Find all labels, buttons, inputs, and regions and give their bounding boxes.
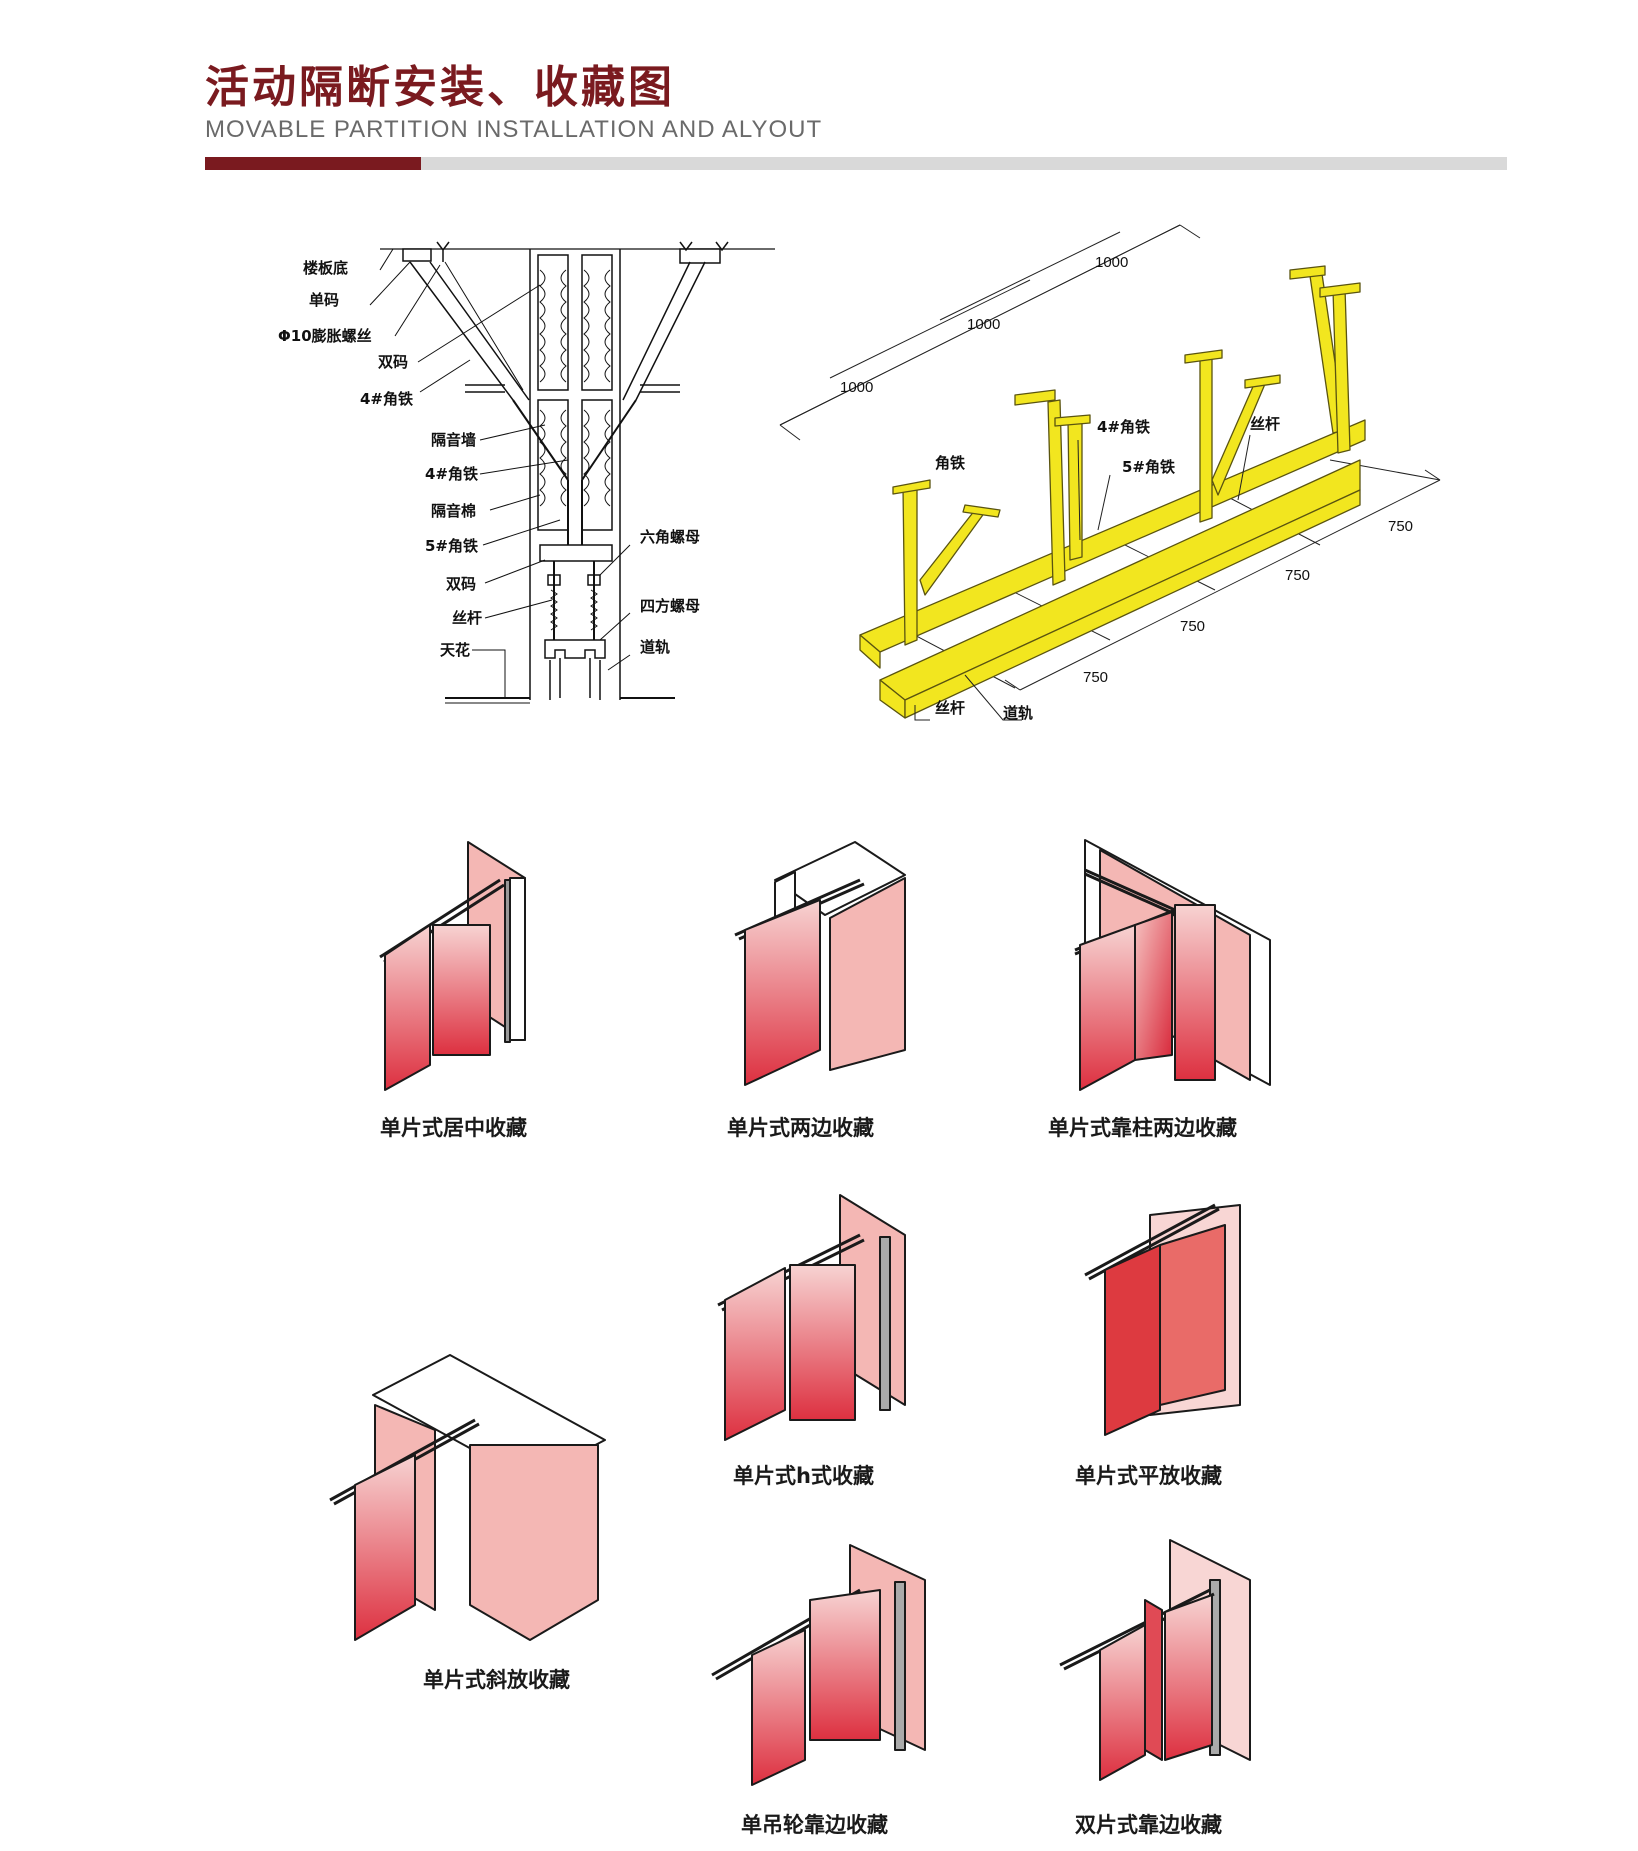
label-angle-5-iso: 5#角铁 <box>1122 458 1175 476</box>
dim-1000-b: 1000 <box>967 316 1000 333</box>
label-sound-wall: 隔音墙 <box>431 431 476 449</box>
caption-single-wheel: 单吊轮靠边收藏 <box>741 1813 888 1837</box>
label-rail: 道轨 <box>640 638 670 656</box>
caption-flat: 单片式平放收藏 <box>1075 1464 1222 1488</box>
caption-h-type: 单片式h式收藏 <box>733 1464 874 1488</box>
storage-center-illustration <box>379 841 526 1091</box>
label-expansion-screw: Φ10膨胀螺丝 <box>278 327 372 345</box>
storage-column-illustration <box>1074 839 1271 1091</box>
page-subtitle: MOVABLE PARTITION INSTALLATION AND ALYOU… <box>205 116 823 143</box>
dim-1000-a: 1000 <box>1095 254 1128 271</box>
label-angle: 角铁 <box>935 454 965 472</box>
storage-single-wheel-illustration <box>711 1544 926 1786</box>
label-double-code: 双码 <box>378 353 408 371</box>
label-sound-cotton: 隔音棉 <box>431 502 476 520</box>
label-square-nut: 四方螺母 <box>640 597 700 615</box>
storage-diagonal-illustration <box>329 1354 606 1641</box>
label-floor-bottom: 楼板底 <box>303 259 348 277</box>
header-rule-accent <box>205 157 421 170</box>
storage-two-sides-illustration <box>734 841 906 1086</box>
label-single-code: 单码 <box>309 291 339 309</box>
label-rail-iso: 道轨 <box>1003 704 1033 722</box>
label-rod-top: 丝杆 <box>1250 415 1280 433</box>
label-threaded-rod: 丝杆 <box>452 609 482 627</box>
storage-double-panel-illustration <box>1059 1539 1251 1781</box>
dim-750-c: 750 <box>1180 618 1205 635</box>
label-hex-nut: 六角螺母 <box>640 528 700 546</box>
page-title: 活动隔断安装、收藏图 <box>205 62 675 113</box>
caption-double-panel: 双片式靠边收藏 <box>1075 1813 1222 1837</box>
dim-750-b: 750 <box>1285 567 1310 584</box>
storage-h-type-illustration <box>717 1194 906 1441</box>
storage-flat-illustration <box>1084 1203 1241 1436</box>
cross-section-labels: 楼板底 单码 Φ10膨胀螺丝 双码 4#角铁 隔音墙 4#角铁 隔音棉 5#角铁… <box>278 259 700 659</box>
label-angle-4-iso: 4#角铁 <box>1097 418 1150 436</box>
dim-750-a: 750 <box>1388 518 1413 535</box>
dim-750-d: 750 <box>1083 669 1108 686</box>
label-double-code-2: 双码 <box>446 575 476 593</box>
cross-section-diagram <box>369 241 775 704</box>
caption-column: 单片式靠柱两边收藏 <box>1048 1116 1237 1140</box>
caption-center: 单片式居中收藏 <box>380 1116 527 1140</box>
label-rod-bottom: 丝杆 <box>935 699 965 717</box>
dim-1000-c: 1000 <box>840 379 873 396</box>
caption-two-sides: 单片式两边收藏 <box>727 1116 874 1140</box>
label-ceiling: 天花 <box>440 641 470 659</box>
header-rule <box>205 157 1507 170</box>
label-angle-4-top: 4#角铁 <box>360 390 413 408</box>
label-angle-4: 4#角铁 <box>425 465 478 483</box>
label-angle-5: 5#角铁 <box>425 537 478 555</box>
isometric-diagram: 1000 1000 1000 750 750 750 750 角铁 4#角铁 5… <box>779 224 1441 722</box>
caption-diagonal: 单片式斜放收藏 <box>423 1668 570 1692</box>
